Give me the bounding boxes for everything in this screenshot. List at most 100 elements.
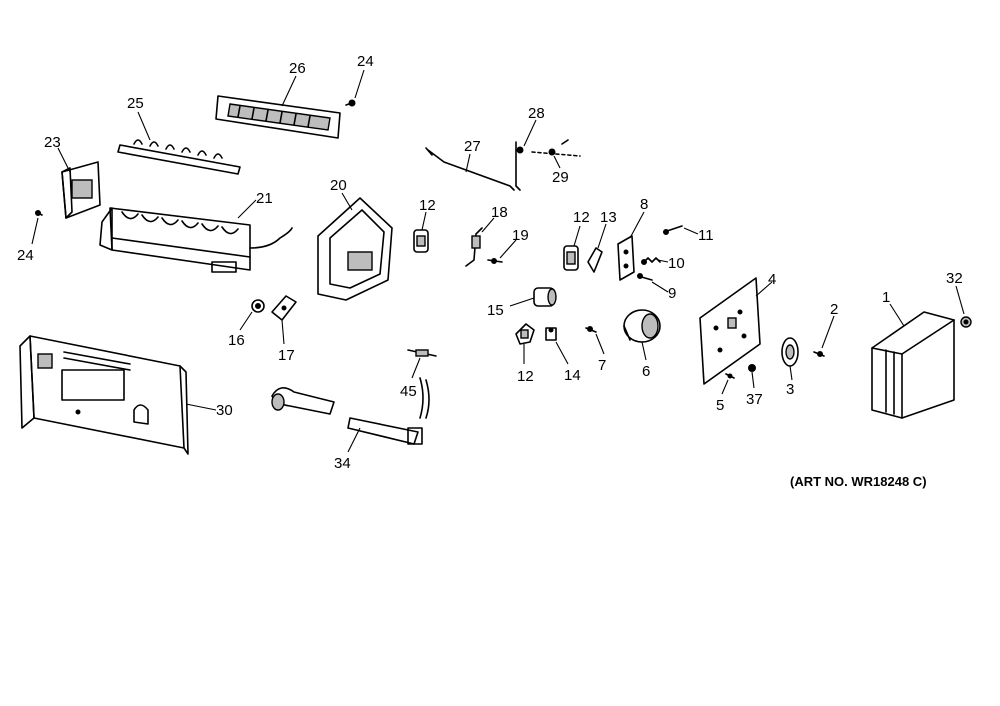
part-26-bracket-bar[interactable] [215, 95, 341, 139]
part-20-housing[interactable] [317, 197, 393, 301]
part-37-nut[interactable] [748, 364, 756, 372]
callout-9: 9 [668, 285, 676, 302]
callout-16: 16 [228, 332, 245, 349]
part-4-mounting-plate[interactable] [699, 277, 761, 385]
part-6-motor[interactable] [623, 309, 661, 343]
leader-10 [657, 259, 669, 263]
callout-10: 10 [668, 255, 685, 272]
leader-9 [651, 281, 669, 293]
leader-13 [597, 223, 607, 249]
leader-24-top [354, 69, 365, 99]
part-13-cam[interactable] [587, 247, 603, 273]
part-14-gear[interactable] [545, 327, 557, 341]
callout-13: 13 [600, 209, 617, 226]
callout-12-middle: 12 [573, 209, 590, 226]
part-34-fill-tube[interactable] [271, 387, 423, 445]
part-12-switch-lower[interactable] [515, 323, 535, 345]
part-9-screw[interactable] [637, 273, 653, 281]
part-24-screw-top[interactable] [345, 99, 356, 107]
callout-12-lower: 12 [517, 368, 534, 385]
callout-19: 19 [512, 227, 529, 244]
part-45-wire-harness[interactable] [407, 349, 437, 419]
part-18-lever[interactable] [465, 227, 483, 267]
leader-17 [281, 319, 285, 345]
part-1-cover[interactable] [871, 311, 955, 419]
leader-12-upper [421, 211, 427, 231]
leader-45 [411, 357, 421, 379]
leader-6 [641, 341, 647, 361]
callout-23: 23 [44, 134, 61, 151]
callout-11: 11 [698, 227, 714, 244]
callout-24-top: 24 [357, 53, 374, 70]
callout-34: 34 [334, 455, 351, 472]
leader-18 [481, 217, 495, 233]
part-12-switch-upper[interactable] [413, 229, 429, 253]
callout-32: 32 [946, 270, 963, 287]
part-15-thermostat[interactable] [533, 287, 557, 307]
callout-2: 2 [830, 301, 838, 318]
callout-7: 7 [598, 357, 606, 374]
part-16-bushing[interactable] [251, 299, 265, 313]
part-11-screw[interactable] [663, 225, 683, 235]
leader-32 [955, 285, 965, 315]
callout-15: 15 [487, 302, 504, 319]
part-5-screw[interactable] [725, 373, 735, 379]
leader-14 [555, 341, 569, 365]
leader-5 [721, 379, 729, 395]
leader-26 [281, 75, 297, 107]
leader-29 [553, 155, 561, 169]
part-30-support-panel[interactable] [19, 335, 189, 455]
leader-23 [57, 147, 71, 173]
leader-28 [523, 119, 537, 147]
leader-24-left [31, 217, 39, 245]
art-number: (ART NO. WR18248 C) [790, 474, 927, 489]
part-24-screw-left[interactable] [35, 210, 43, 216]
leader-7 [595, 333, 605, 355]
part-28-arm-bracket[interactable] [515, 141, 524, 191]
callout-14: 14 [564, 367, 581, 384]
leader-2 [821, 315, 835, 349]
leader-27 [465, 153, 471, 173]
leader-21 [237, 199, 257, 219]
leader-30 [185, 403, 217, 411]
part-29-clip[interactable] [531, 139, 581, 157]
part-21-ice-mold[interactable] [99, 207, 293, 273]
part-32-cap[interactable] [960, 316, 972, 328]
callout-1: 1 [882, 289, 890, 306]
callout-20: 20 [330, 177, 347, 194]
callout-12-upper: 12 [419, 197, 436, 214]
part-8-plate[interactable] [617, 235, 635, 281]
leader-11 [683, 227, 699, 235]
callout-37: 37 [746, 391, 763, 408]
callout-17: 17 [278, 347, 295, 364]
part-25-ejector-blades[interactable] [117, 139, 241, 175]
part-7-pin[interactable] [585, 326, 597, 333]
part-19-screw[interactable] [487, 258, 503, 264]
callout-29: 29 [552, 169, 569, 186]
callout-3: 3 [786, 381, 794, 398]
leader-1 [889, 303, 905, 327]
callout-27: 27 [464, 138, 481, 155]
leader-25 [137, 111, 151, 141]
leader-12-middle [573, 225, 581, 247]
part-23-end-cap[interactable] [61, 161, 101, 219]
leader-20 [341, 192, 353, 211]
callout-30: 30 [216, 402, 233, 419]
leader-16 [239, 311, 253, 331]
part-27-feeler-arm[interactable] [425, 147, 515, 191]
leader-15 [509, 297, 535, 307]
callout-4: 4 [768, 271, 776, 288]
part-10-spring[interactable] [641, 257, 661, 265]
part-2-screw[interactable] [813, 351, 825, 357]
callout-28: 28 [528, 105, 545, 122]
part-3-gear[interactable] [781, 337, 799, 367]
callout-26: 26 [289, 60, 306, 77]
part-17-gasket[interactable] [271, 295, 297, 321]
callout-8: 8 [640, 196, 648, 213]
leader-19 [499, 239, 517, 259]
leader-3 [789, 365, 793, 381]
callout-21: 21 [256, 190, 273, 207]
part-12-switch-middle[interactable] [563, 245, 579, 271]
leader-4 [755, 281, 773, 297]
